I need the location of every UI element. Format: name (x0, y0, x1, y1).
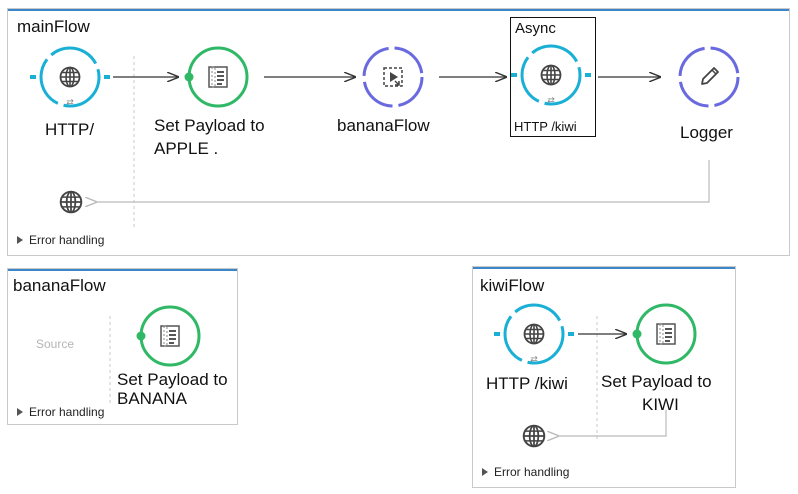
kiwi-flow-panel (472, 266, 736, 488)
response-return-line (558, 410, 667, 436)
kiwi-set-payload-node[interactable] (632, 303, 697, 365)
logger-node[interactable] (678, 46, 740, 108)
kiwi-flow-error-handling[interactable]: Error handling (482, 465, 569, 479)
svg-text:⇄: ⇄ (530, 355, 538, 365)
logger-label: Logger (680, 123, 733, 142)
kiwi-flow-topbar (473, 267, 735, 269)
main-flow-ref-label: bananaFlow (337, 116, 430, 135)
globe-icon (522, 424, 546, 448)
document-icon (208, 66, 228, 88)
response-return-line (96, 160, 710, 202)
main-flow-error-handling[interactable]: Error handling (17, 233, 104, 247)
document-icon (160, 325, 180, 347)
main-http-listener[interactable]: ⇄ (30, 46, 110, 108)
svg-text:⇄: ⇄ (547, 96, 555, 106)
main-flow-reference-node[interactable] (362, 46, 424, 108)
banana-flow-error-handling[interactable]: Error handling (17, 405, 104, 419)
main-set-payload-label-line2: APPLE . (154, 139, 219, 158)
banana-set-payload-label-line2: BANANA (117, 389, 187, 408)
kiwi-set-payload-label-line1: Set Payload to (601, 372, 712, 391)
globe-icon (59, 66, 81, 88)
kiwi-http-listener[interactable]: ⇄ (494, 303, 574, 365)
globe-icon (523, 323, 545, 345)
async-scope[interactable] (510, 17, 596, 137)
banana-flow-topbar (8, 269, 237, 271)
async-http-request-node[interactable]: ⇄ (511, 44, 591, 106)
expand-triangle-icon (17, 408, 23, 416)
main-set-payload-node[interactable] (184, 46, 249, 108)
expand-triangle-icon (482, 468, 488, 476)
globe-icon (540, 64, 562, 86)
error-handling-label: Error handling (494, 465, 570, 479)
banana-set-payload-label-line1: Set Payload to (117, 370, 228, 389)
main-flow-topbar (8, 9, 789, 11)
kiwi-flow-title: kiwiFlow (480, 276, 545, 295)
globe-icon (59, 190, 83, 214)
main-http-label: HTTP/ (45, 120, 95, 139)
async-http-label: HTTP /kiwi (514, 119, 577, 134)
source-placeholder[interactable]: Source (36, 337, 75, 351)
banana-flow-panel (7, 268, 238, 425)
main-flow-title: mainFlow (17, 17, 90, 36)
svg-text:⇄: ⇄ (66, 98, 74, 108)
kiwi-http-label: HTTP /kiwi (486, 374, 568, 393)
error-handling-label: Error handling (29, 405, 105, 419)
banana-set-payload-node[interactable] (136, 305, 201, 367)
error-handling-label: Error handling (29, 233, 105, 247)
kiwi-set-payload-label-line2: KIWI (642, 395, 679, 414)
main-set-payload-label-line1: Set Payload to (154, 116, 265, 135)
document-icon (656, 323, 676, 345)
expand-triangle-icon (17, 236, 23, 244)
banana-flow-title: bananaFlow (13, 276, 106, 295)
async-label: Async (515, 20, 556, 37)
